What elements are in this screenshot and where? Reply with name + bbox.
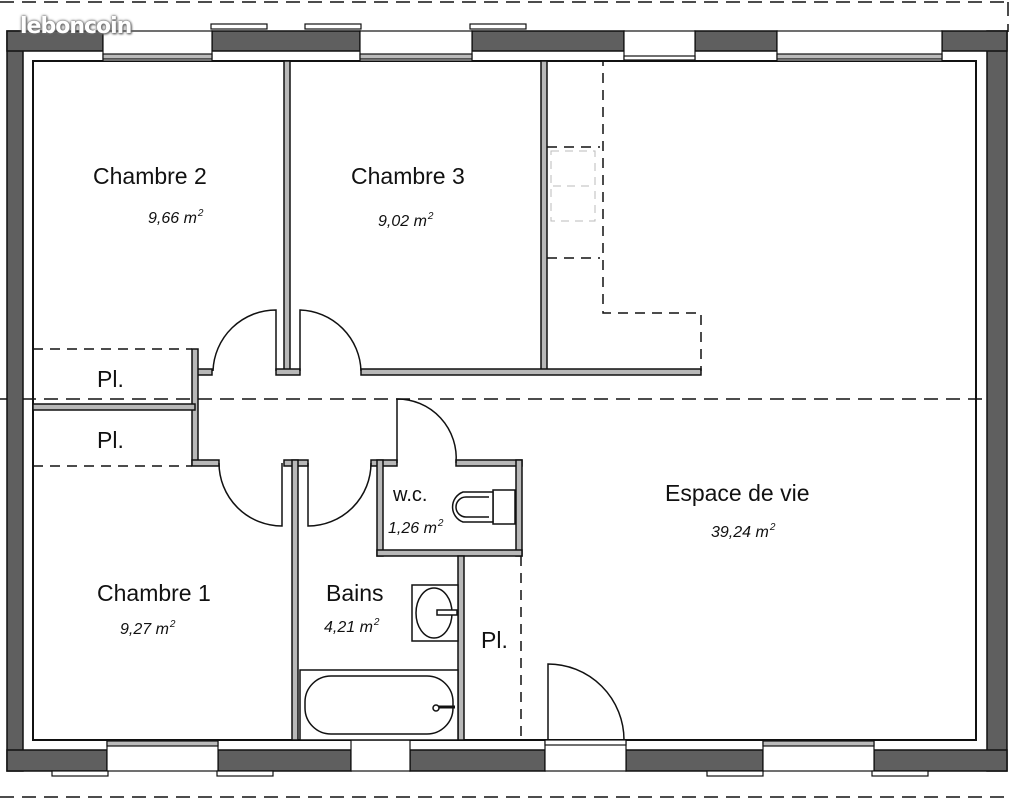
- room-area-espace-de-vie: 39,24 m2: [711, 522, 776, 541]
- insulation-gap: [22, 50, 988, 751]
- interior-partitions: [32, 60, 702, 741]
- room-area-chambre-3: 9,02 m2: [378, 211, 434, 230]
- cooktop: [550, 150, 596, 222]
- exterior-walls: [6, 30, 1008, 772]
- closet-outlines: [33, 348, 522, 740]
- sink-icon: [411, 584, 459, 642]
- leboncoin-watermark: leboncoin: [20, 14, 132, 39]
- windows-top: [102, 23, 943, 62]
- room-area-chambre-2: 9,66 m2: [148, 208, 204, 227]
- room-name-wc: w.c.: [393, 484, 428, 506]
- room-name-bains: Bains: [326, 580, 384, 606]
- inner-wall-outline: [32, 60, 977, 741]
- toilet-icon: [451, 489, 516, 525]
- room-name-chambre-2: Chambre 2: [93, 163, 207, 189]
- windows-bottom: [51, 739, 929, 777]
- closet-label-2: Pl.: [97, 427, 124, 453]
- room-name-chambre-3: Chambre 3: [351, 163, 465, 189]
- closet-label-1: Pl.: [97, 366, 124, 392]
- doors: [212, 309, 625, 741]
- room-area-chambre-1: 9,27 m2: [120, 619, 176, 638]
- room-area-wc: 1,26 m2: [388, 518, 444, 537]
- room-name-chambre-1: Chambre 1: [97, 580, 211, 606]
- closet-label-3: Pl.: [481, 627, 508, 653]
- kitchen-counter: [547, 60, 702, 371]
- room-name-espace-de-vie: Espace de vie: [665, 480, 810, 506]
- bathtub-icon: [299, 669, 459, 741]
- room-area-bains: 4,21 m2: [324, 617, 380, 636]
